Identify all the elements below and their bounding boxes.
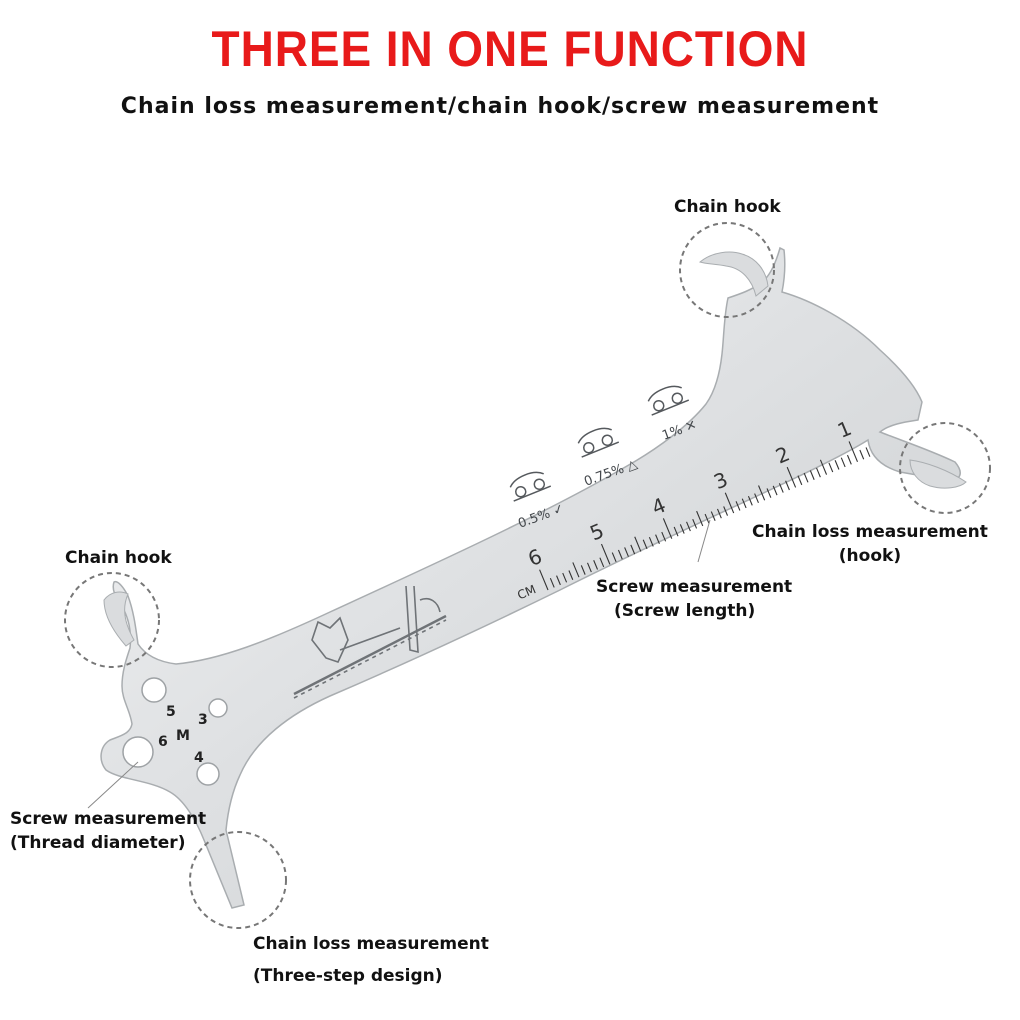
label-thread-diameter-line1: Screw measurement <box>10 809 207 829</box>
ruler-tick <box>785 480 790 491</box>
ruler-tick <box>580 565 586 575</box>
callout-circle-right-hook <box>899 422 991 514</box>
ruler-unit: CM <box>515 582 538 602</box>
ruler-tick <box>572 562 580 578</box>
ruler-tick <box>834 460 840 470</box>
ruler-tick <box>735 501 741 511</box>
ruler-tick <box>754 493 759 504</box>
label-three-step: Chain loss measurement (Three-step desig… <box>253 932 489 988</box>
label-chain-loss-hook: Chain loss measurement (hook) <box>752 520 988 568</box>
ruler-tick <box>819 459 828 475</box>
ruler-tick <box>786 466 797 488</box>
ruler-tick <box>859 449 865 460</box>
top-hook-tip <box>698 251 769 297</box>
ruler-tick <box>655 534 660 545</box>
callout-circle-three-step <box>189 831 287 929</box>
left-hook-tip <box>103 591 135 647</box>
ruler-tick <box>741 498 747 509</box>
label-chain-hook-top: Chain hook <box>674 197 781 217</box>
label-chain-loss-hook-line1: Chain loss measurement <box>752 522 988 542</box>
wear-indicator-075 <box>577 427 620 458</box>
ruler-tick <box>539 569 549 591</box>
ruler-tick <box>704 513 710 524</box>
ruler-tick <box>716 508 722 519</box>
engraved-chain-graphic <box>293 585 447 699</box>
ruler-tick <box>846 454 852 465</box>
label-three-step-line1: Chain loss measurement <box>253 934 489 954</box>
ruler-tick <box>797 475 803 486</box>
wear-indicator-1 <box>647 385 690 416</box>
ruler-tick <box>679 524 685 534</box>
ruler-tick <box>809 470 815 480</box>
ruler-tick <box>758 485 766 501</box>
page-subtitle: Chain loss measurement/chain hook/screw … <box>120 94 880 119</box>
ruler-tick <box>747 495 753 506</box>
callout-circle-top-hook <box>679 222 775 318</box>
ruler-tick <box>556 575 561 586</box>
ruler-tick <box>865 447 871 457</box>
ruler-tick <box>766 488 772 498</box>
ruler-tick <box>600 543 611 565</box>
ruler-tick <box>634 536 642 552</box>
ruler-tick <box>778 483 784 493</box>
wear-label-1: 1%✕ <box>660 418 699 444</box>
ruler-tick <box>723 506 729 516</box>
ruler-tick <box>624 547 629 557</box>
ruler-tick <box>710 511 716 521</box>
ruler-tick <box>673 526 679 537</box>
ruler-tick <box>568 570 574 580</box>
ruler-tick <box>772 485 778 496</box>
ruler-tick <box>686 521 691 532</box>
ruler-tick <box>562 572 568 583</box>
ruler-tick <box>803 472 809 483</box>
ruler-tick <box>549 577 555 588</box>
label-screw-length: Screw measurement (Screw length) <box>596 575 792 623</box>
ruler-ticks <box>539 441 871 591</box>
pointer-thread-diameter <box>87 761 139 809</box>
label-thread-diameter: Screw measurement (Thread diameter) <box>10 807 206 855</box>
label-screw-length-line2: (Screw length) <box>614 601 756 621</box>
label-three-step-line2: (Three-step design) <box>253 966 443 986</box>
ruler-tick <box>642 539 648 550</box>
wear-indicator-05 <box>509 471 552 502</box>
callout-circle-left-hook <box>64 572 160 668</box>
ruler-tick <box>816 467 821 478</box>
pointer-screw-length <box>697 519 711 563</box>
thread-hole-6 <box>122 736 154 768</box>
ruler-tick <box>586 562 592 573</box>
ruler-tick <box>662 518 673 539</box>
tool-body <box>100 246 961 909</box>
ruler-tick <box>593 560 599 570</box>
wear-indicators <box>509 385 690 502</box>
label-screw-length-line1: Screw measurement <box>596 577 793 597</box>
right-hook-tip <box>909 459 967 489</box>
ruler-tick <box>617 549 623 560</box>
ruler-tick <box>648 536 654 547</box>
ruler-tick <box>840 457 846 468</box>
thread-size-6: 6 <box>158 734 168 750</box>
ruler-tick <box>599 557 605 568</box>
thread-size-5: 5 <box>166 704 176 720</box>
label-chain-loss-hook-line2: (hook) <box>838 546 902 566</box>
thread-size-4: 4 <box>194 750 204 766</box>
ruler-tick <box>692 519 698 529</box>
thread-size-3: 3 <box>198 712 208 728</box>
page-title: THREE IN ONE FUNCTION <box>211 21 809 77</box>
ruler-tick <box>724 492 735 514</box>
ruler-tick <box>828 462 834 473</box>
ruler-tick <box>661 531 667 542</box>
label-thread-diameter-line2: (Thread diameter) <box>10 833 186 853</box>
ruler-tick <box>630 544 636 555</box>
label-chain-hook-left: Chain hook <box>65 548 172 568</box>
ruler-tick <box>848 441 859 463</box>
thread-hole-4 <box>196 762 220 786</box>
ruler-tick <box>696 510 704 527</box>
thread-hole-5 <box>141 677 167 703</box>
thread-size-m: M <box>176 728 190 744</box>
thread-hole-3 <box>208 698 228 718</box>
ruler-tick <box>611 552 617 563</box>
